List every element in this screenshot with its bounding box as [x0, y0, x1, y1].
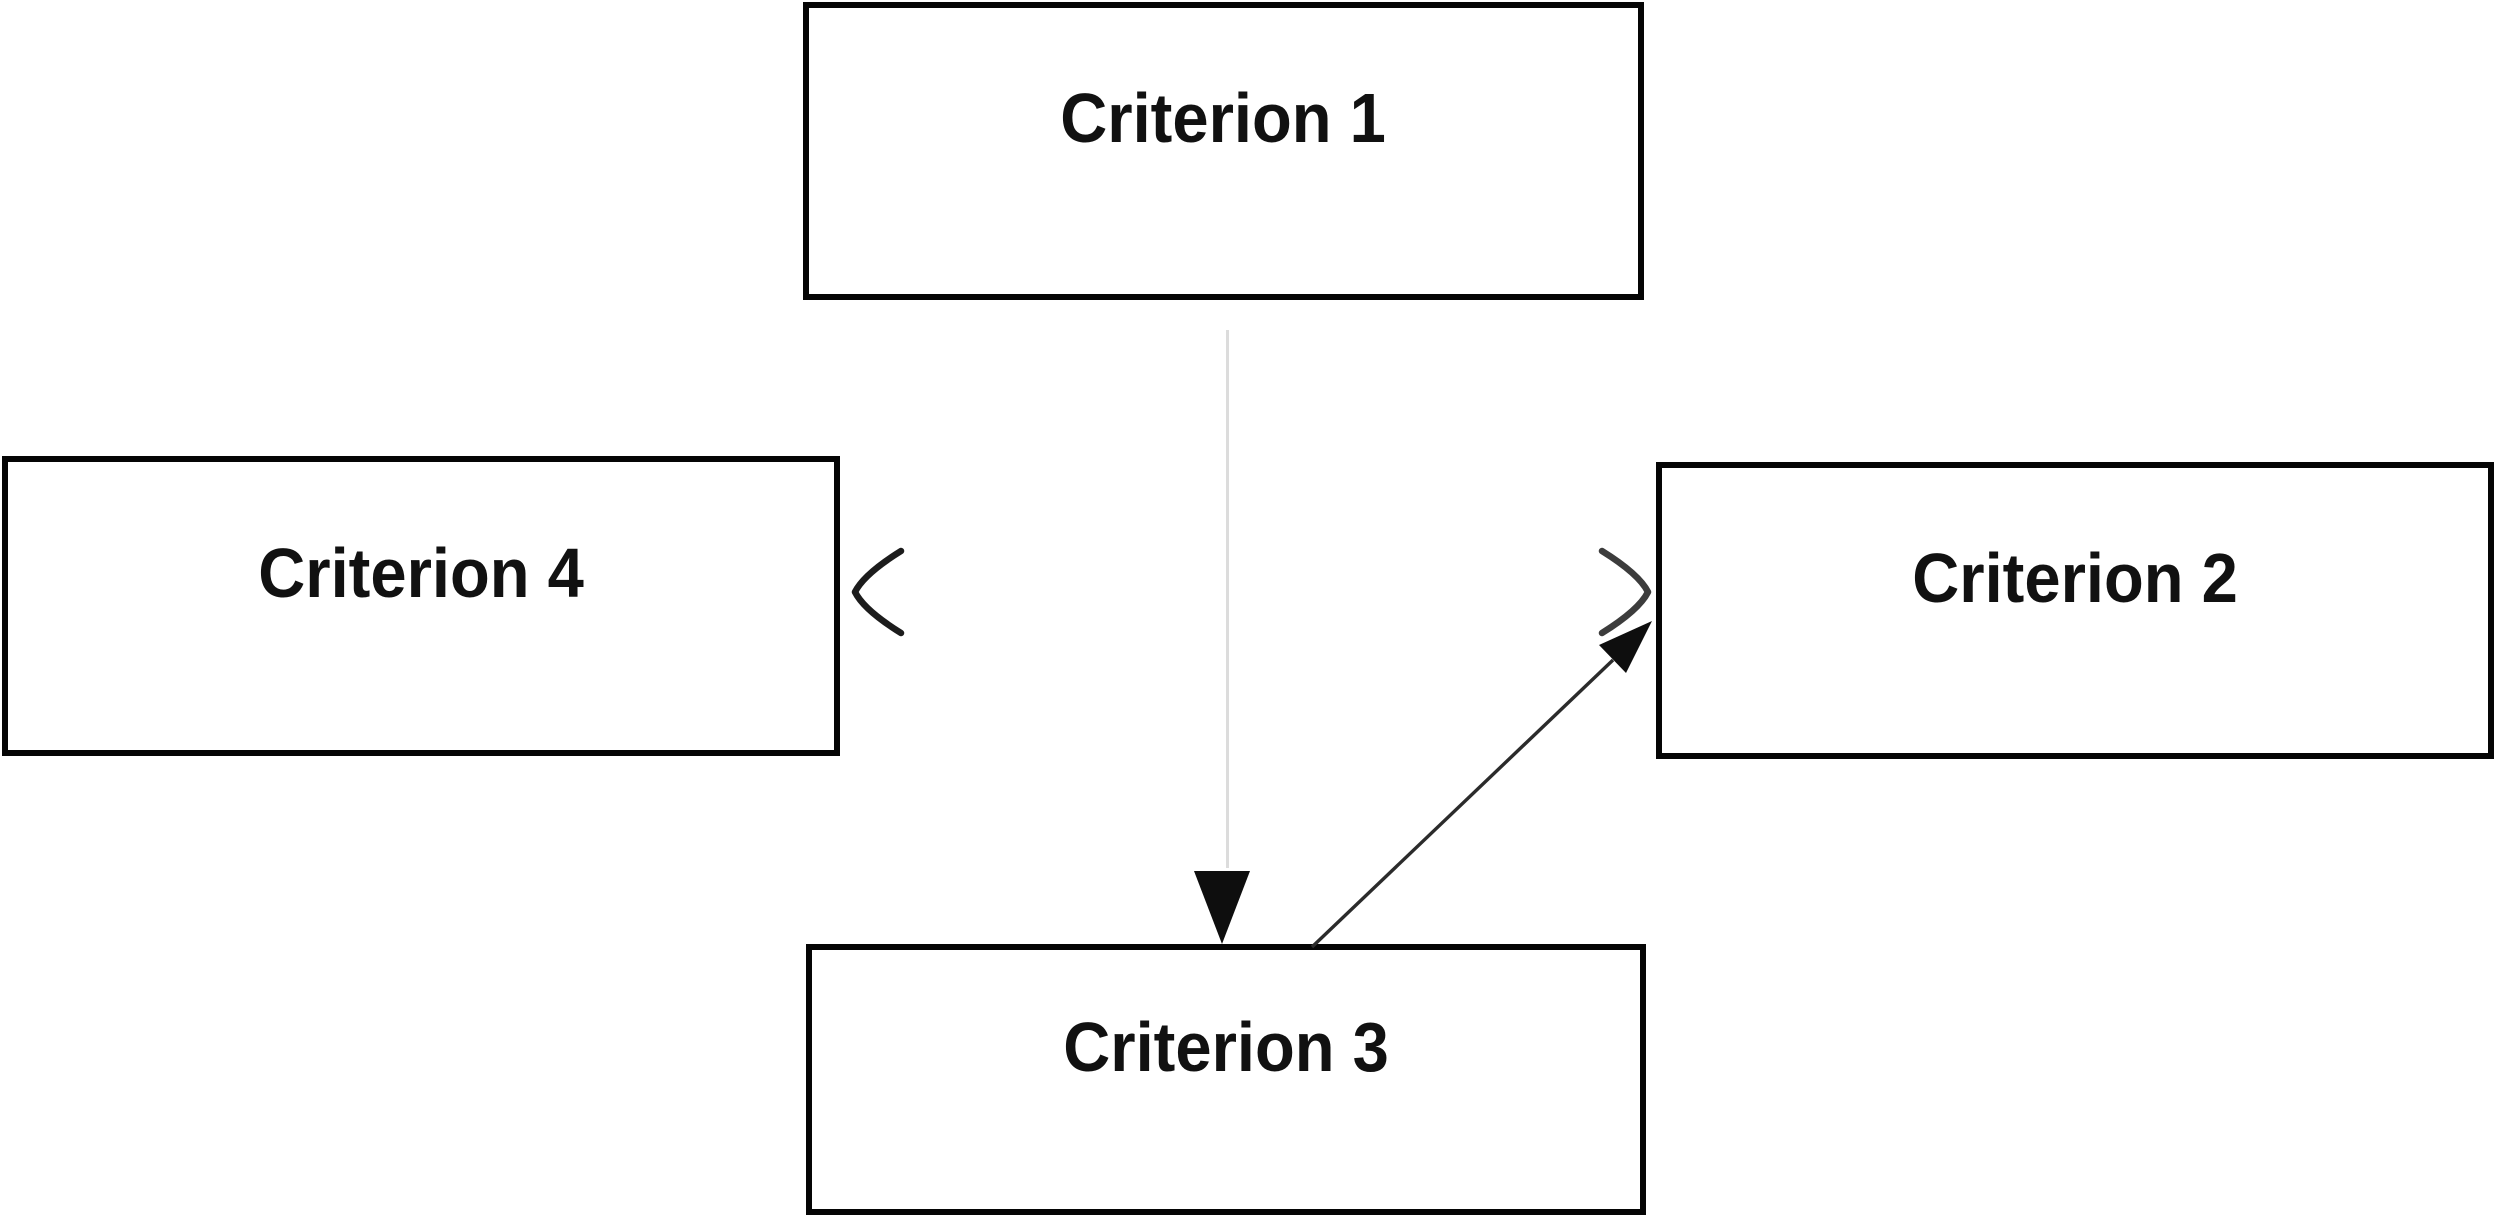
node-criterion-3-label: Criterion 3	[1063, 1007, 1389, 1086]
node-criterion-3: Criterion 3	[806, 944, 1646, 1215]
arrow-criterion-1-to-criterion-3	[1194, 298, 1250, 944]
node-criterion-1: Criterion 1	[803, 2, 1644, 300]
filled-arrowhead-down-icon	[1194, 871, 1250, 944]
arrow-line-diagonal	[1310, 658, 1615, 949]
node-criterion-2-label: Criterion 2	[1912, 538, 2238, 617]
open-chevron-right-icon	[1598, 547, 1652, 637]
arrow-criterion-3-to-criterion-2	[1310, 621, 1652, 949]
filled-arrowhead-upright-icon	[1599, 621, 1652, 673]
node-criterion-4: Criterion 4	[2, 456, 840, 756]
open-chevron-left-icon	[851, 547, 905, 637]
node-criterion-2: Criterion 2	[1656, 462, 2494, 759]
arrow-criterion-4-criterion-2-bidirectional	[851, 547, 1652, 637]
node-criterion-1-label: Criterion 1	[1060, 79, 1387, 157]
node-criterion-4-label: Criterion 4	[258, 534, 584, 612]
